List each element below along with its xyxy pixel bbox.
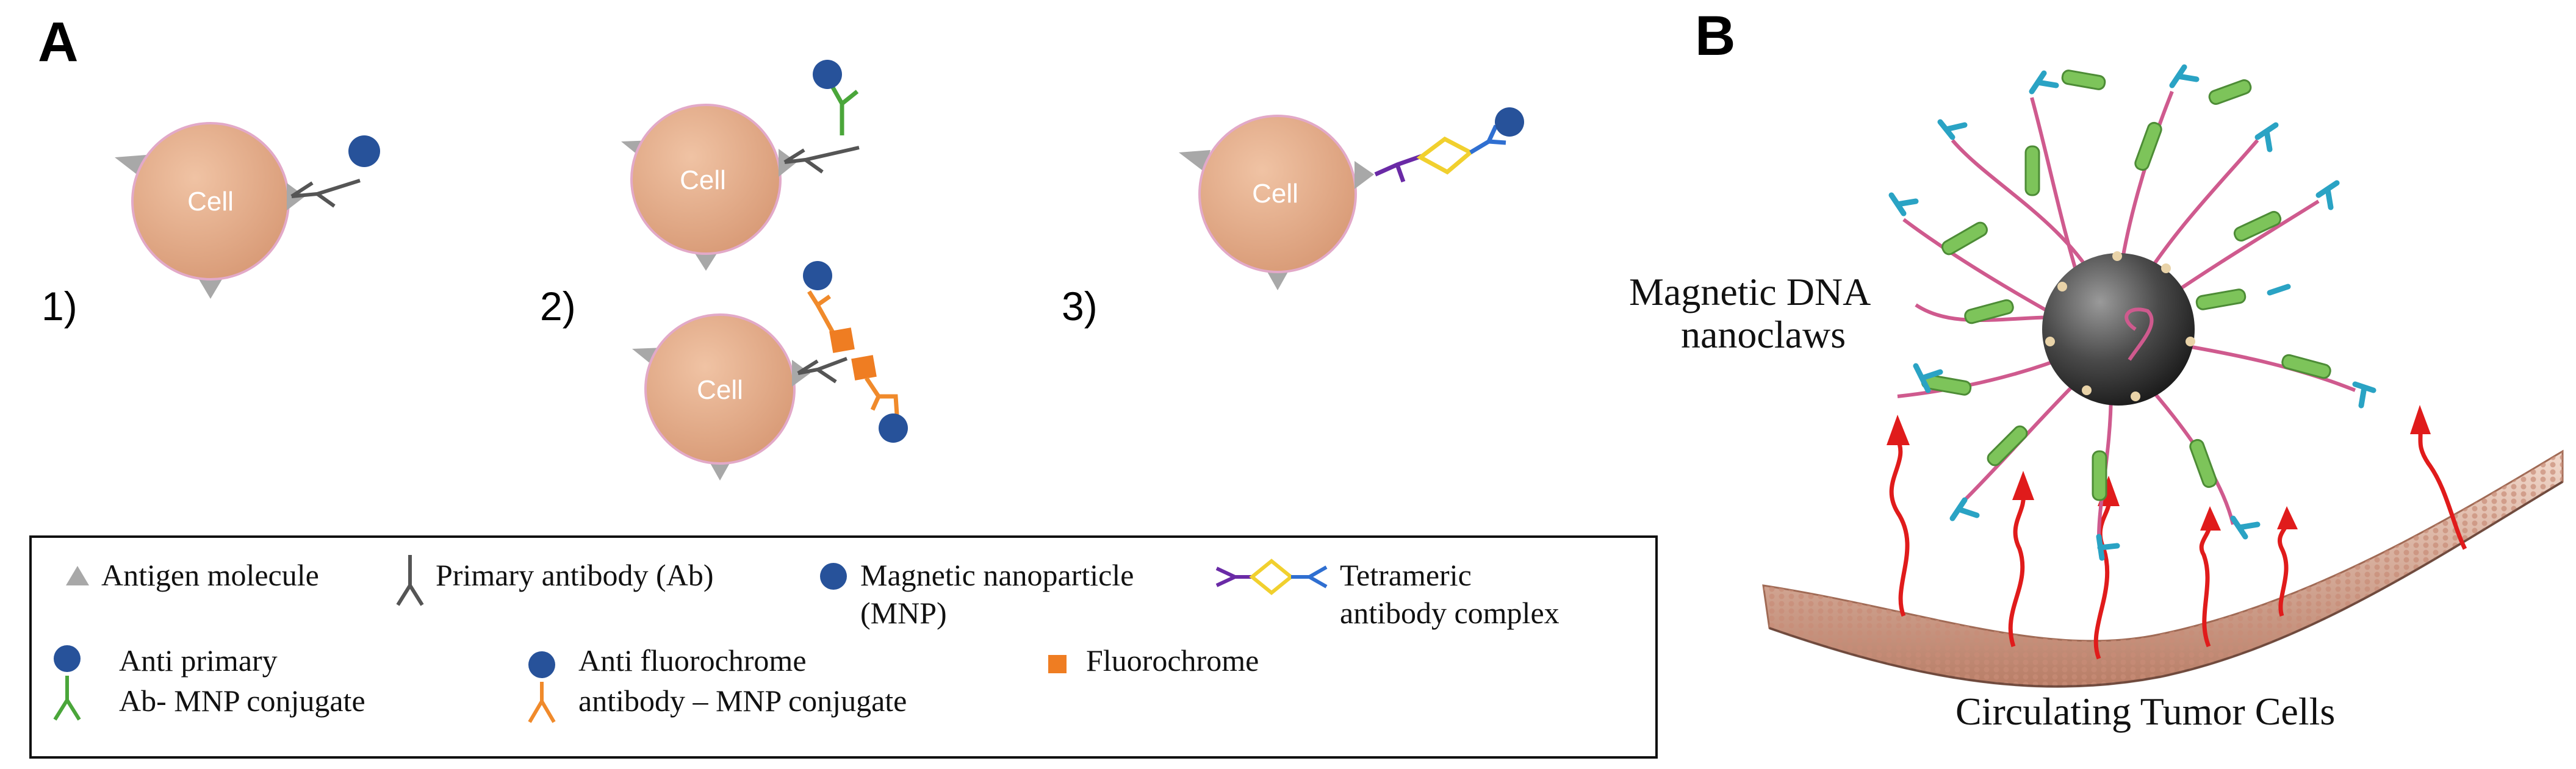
fluorochrome-upper [829, 327, 855, 353]
nanoclaw-label-2: nanoclaws [1681, 313, 1846, 356]
legend-anti-fluoro-label-2: antibody – MNP conjugate [578, 684, 907, 718]
legend-antigen-label: Antigen molecule [101, 558, 319, 592]
legend-mnp-label-1: Magnetic nanoparticle [860, 558, 1134, 592]
legend-primary-ab-icon [396, 555, 424, 606]
legend-tetramer-label-2: antibody complex [1340, 596, 1560, 630]
dna-nanoclaw [1888, 64, 2376, 561]
tetramer-blue-arm [1469, 124, 1506, 155]
legend-anti-primary-label-2: Ab- MNP conjugate [119, 684, 365, 718]
antigen-bottom [199, 279, 222, 299]
step-2-top-diagram: Cell [621, 60, 860, 271]
anti-fluoro-antibody-lower [865, 377, 899, 415]
antigen-left [1179, 150, 1211, 172]
magnetic-core-sphere [2042, 253, 2195, 406]
tetramer-purple-arm [1374, 154, 1423, 183]
legend-tetramer-icon [1215, 559, 1328, 595]
step-2-bottom-diagram: Cell [632, 261, 908, 481]
step-1-label: 1) [41, 284, 77, 329]
anti-fluoro-antibody-upper [807, 290, 835, 334]
step-2-label: 2) [540, 284, 576, 329]
antigen-bottom [1267, 271, 1289, 290]
arrow-heads [1887, 405, 2431, 531]
capture-arrows [1889, 426, 2467, 660]
legend-mnp-label-2: (MNP) [860, 596, 947, 630]
step-3-label: 3) [1062, 284, 1098, 329]
cell-1-label: Cell [187, 187, 234, 216]
mnp-3 [1495, 107, 1524, 137]
antigen-right [1355, 161, 1374, 189]
cell-3 [1198, 115, 1357, 273]
step-3-diagram: Cell [1179, 107, 1524, 290]
mnp-2a [813, 60, 842, 89]
legend-fluorochrome-label: Fluorochrome [1086, 643, 1259, 678]
primary-antibody-2b [797, 357, 848, 384]
legend-anti-primary-label-1: Anti primary [119, 643, 278, 678]
primary-antibody-1 [290, 179, 361, 208]
primary-antibody-2a [783, 146, 860, 174]
panel-a-label: A [38, 11, 78, 73]
legend-tetramer-label-1: Tetrameric [1340, 558, 1472, 592]
tetramer-yellow-ring [1416, 136, 1475, 175]
legend-fluorochrome-icon [1048, 655, 1067, 673]
tumor-cell-sheet [1762, 449, 2564, 688]
legend-antigen-icon [66, 566, 89, 585]
fluorochrome-lower [851, 355, 877, 381]
panel-b-label: B [1695, 5, 1735, 67]
cell-3-label: Cell [1252, 179, 1298, 209]
legend-primary-ab-label: Primary antibody (Ab) [436, 558, 713, 592]
mnp-1 [348, 135, 380, 167]
nanoclaw-label-1: Magnetic DNA [1629, 270, 1871, 313]
legend-anti-primary-icon [53, 645, 81, 721]
anti-primary-antibody [829, 83, 859, 135]
cell-2b [644, 313, 796, 465]
legend-anti-fluoro-icon [528, 651, 556, 723]
mnp-2b-lower [879, 413, 908, 443]
legend-mnp-icon [820, 563, 847, 590]
cell-2a [630, 104, 782, 255]
legend-anti-fluoro-label-1: Anti fluorochrome [578, 643, 807, 678]
cell-2b-label: Cell [697, 375, 743, 405]
antigen-bottom [694, 252, 718, 271]
tumor-cells-caption: Circulating Tumor Cells [1955, 690, 2335, 733]
cell-2a-label: Cell [680, 165, 726, 195]
step-1-diagram: Cell [115, 122, 380, 299]
mnp-2b-upper [803, 261, 832, 290]
antigen-bottom [709, 461, 731, 481]
